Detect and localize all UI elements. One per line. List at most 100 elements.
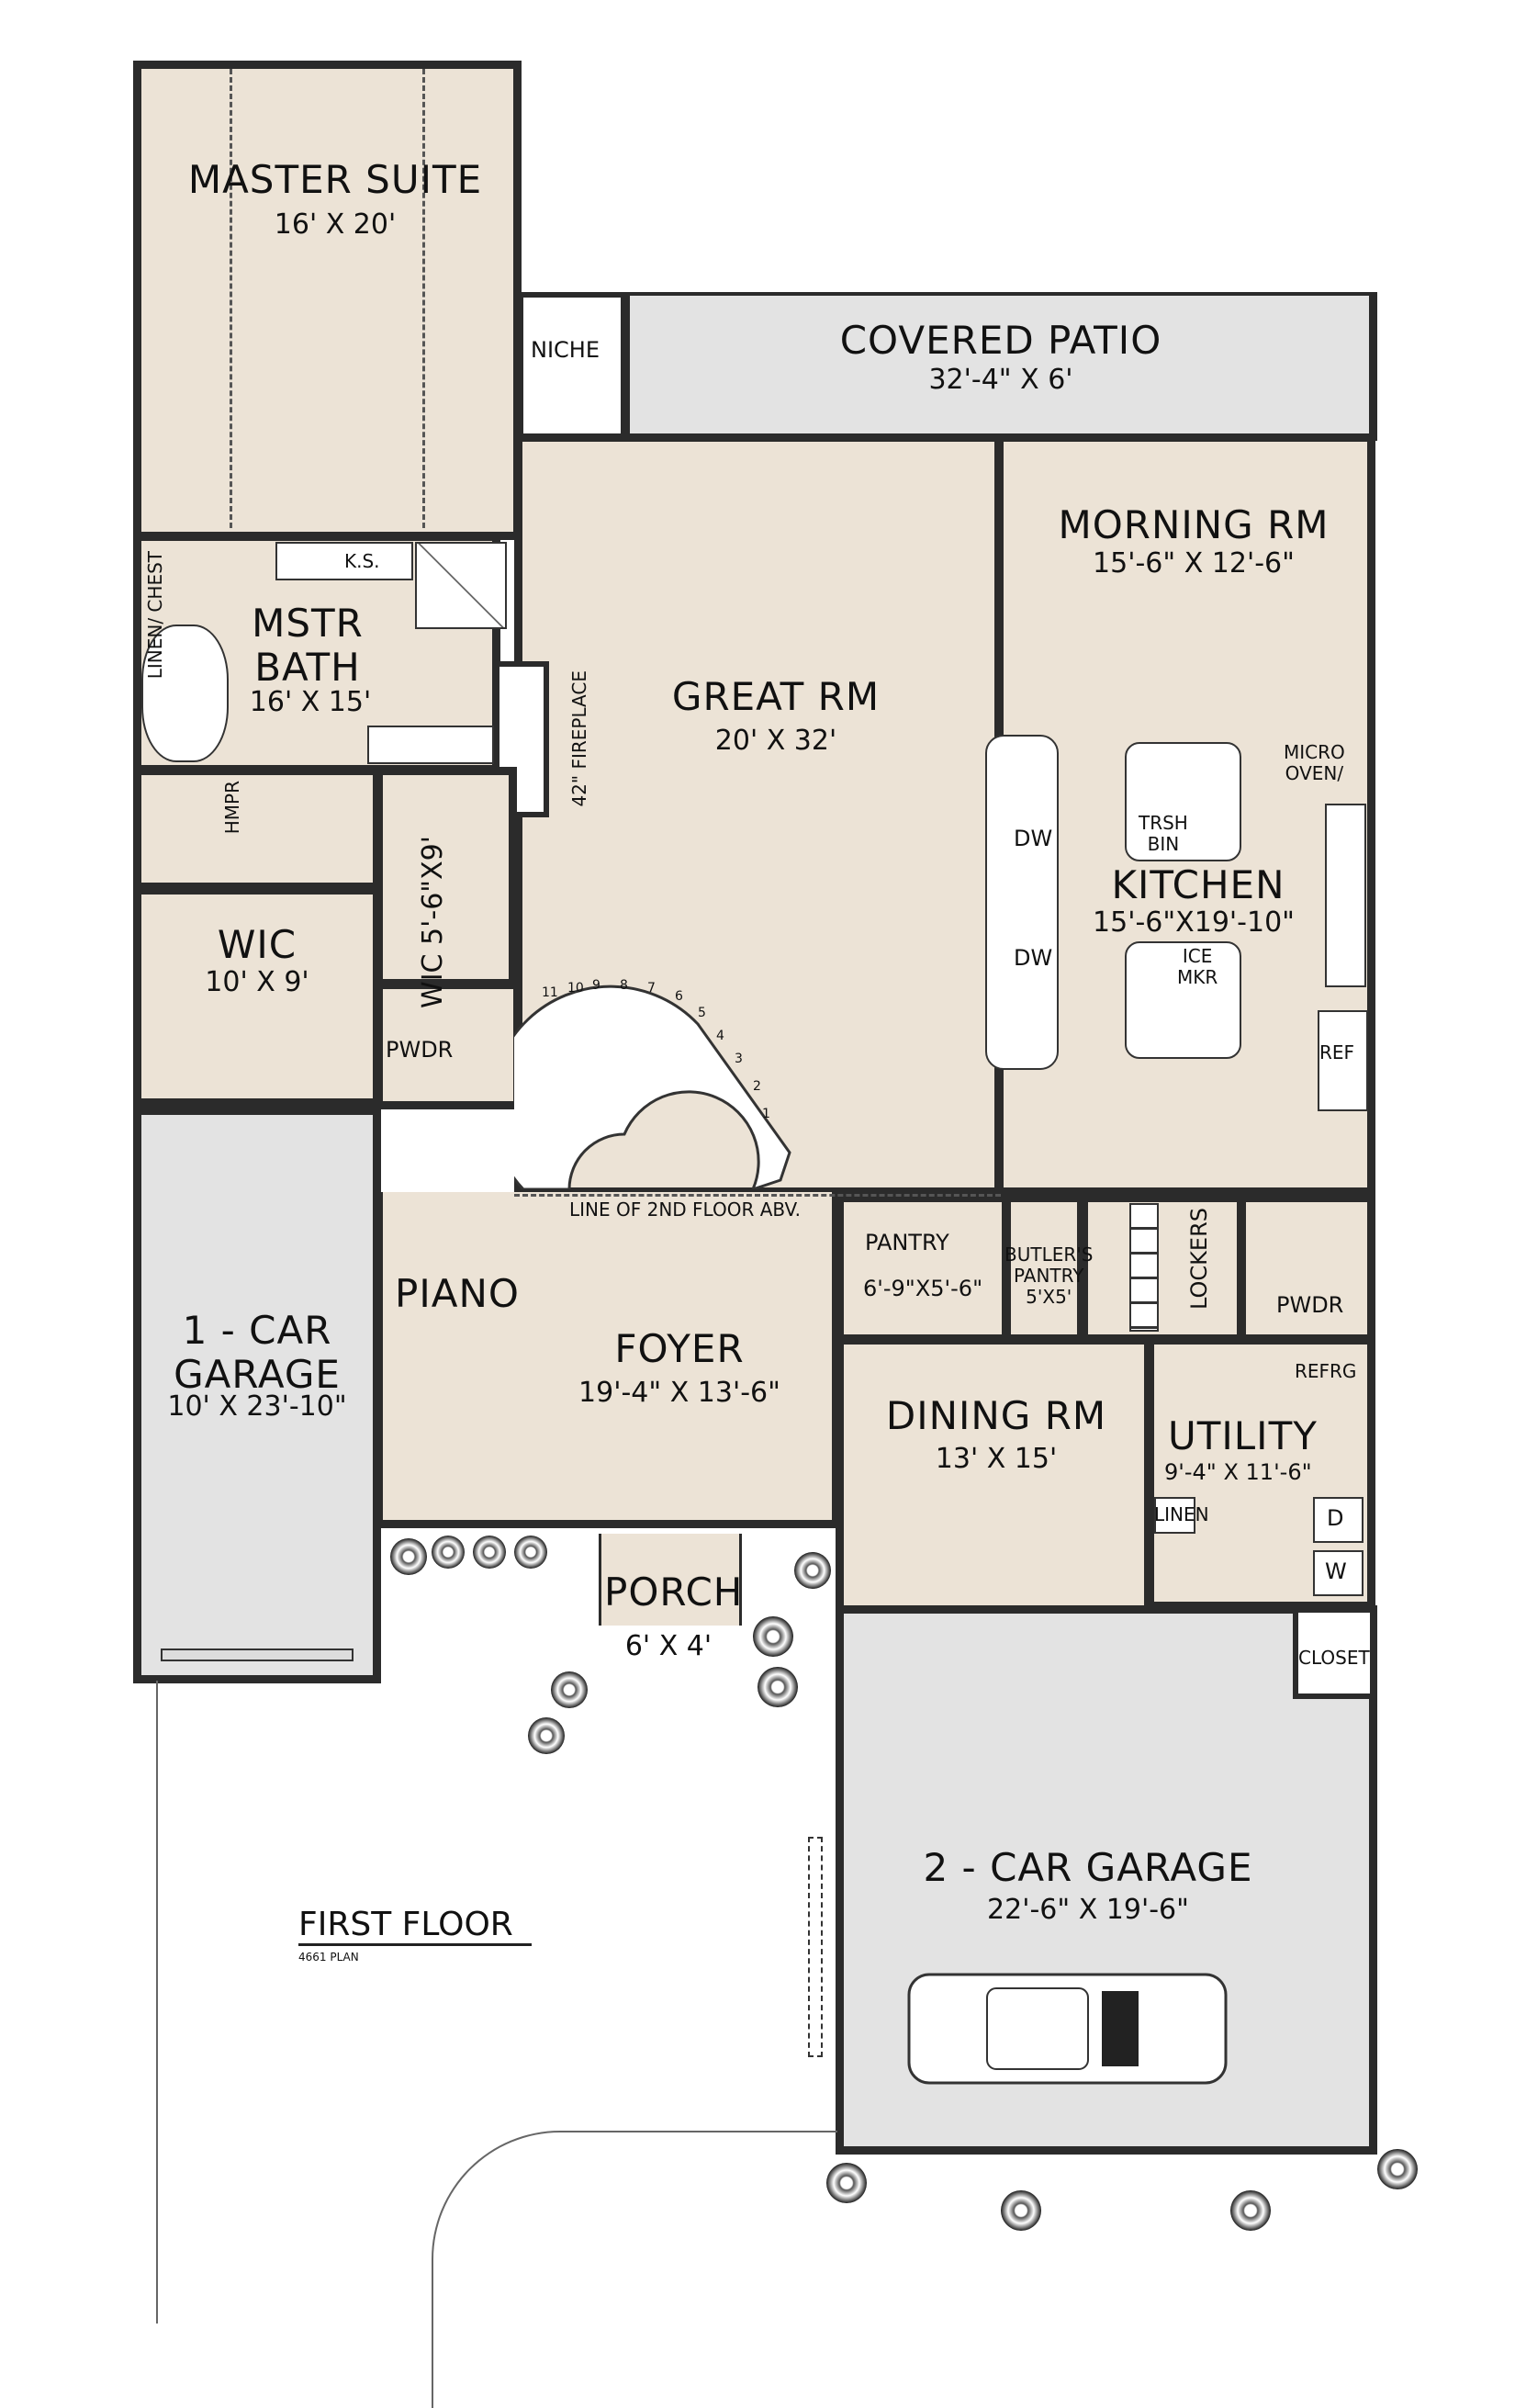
linen-closet [1154, 1497, 1195, 1534]
shrub [794, 1552, 831, 1589]
closet-label: CLOSET [1298, 1647, 1370, 1669]
pantry [836, 1194, 1010, 1343]
island-top [1125, 742, 1241, 861]
shrub [551, 1671, 588, 1708]
covered-patio-label: COVERED PATIO [839, 318, 1162, 363]
plan-title: FIRST FLOOR [298, 1906, 532, 1947]
knee-space-label: K.S. [344, 550, 380, 572]
niche [518, 292, 626, 439]
bathtub [141, 625, 229, 762]
shrub [432, 1536, 465, 1569]
shower [415, 542, 507, 629]
pantry-label: PANTRY [865, 1230, 949, 1255]
wic-small-label: WIC 5'-6"X9' [417, 836, 450, 1008]
oven-label: OVEN/ [1285, 762, 1344, 784]
micro-label: MICRO [1284, 741, 1345, 763]
master-suite-label: MASTER SUITE [187, 157, 483, 202]
shrub [1230, 2190, 1271, 2231]
stair-number: 9 [592, 978, 600, 993]
stair-treads [1129, 1203, 1159, 1332]
closet [1293, 1607, 1375, 1699]
stair-number: 1 [762, 1107, 770, 1121]
dishwasher-label: DW [1014, 945, 1053, 971]
shrub [1377, 2149, 1418, 2189]
covered-patio-size: 32'-4" X 6' [928, 364, 1073, 396]
curved-staircase [514, 985, 791, 1189]
stair-number: 6 [675, 989, 683, 1004]
plan-number: 4661 PLAN [298, 1951, 359, 1964]
powder-label-2: PWDR [1276, 1292, 1344, 1318]
washer-label: W [1325, 1558, 1347, 1584]
kitchen-size: 15'-6"X19'-10" [1093, 906, 1295, 939]
lockers-label: LOCKERS [1186, 1208, 1212, 1310]
great-room-size: 20' X 32' [714, 725, 837, 757]
dryer [1313, 1497, 1364, 1543]
linen-label: LINEN/ [144, 617, 166, 680]
trash-label-a: TRSH [1139, 812, 1188, 834]
trash-label-b: BIN [1147, 833, 1180, 855]
refrigerator [1318, 1010, 1368, 1111]
one-car-garage [133, 1107, 381, 1683]
porch-label: PORCH [604, 1570, 744, 1615]
two-car-garage-label: 2 - CAR GARAGE [923, 1845, 1253, 1890]
second-floor-line-label: LINE OF 2ND FLOOR ABV. [569, 1198, 801, 1221]
chest-label: CHEST [144, 551, 166, 613]
stair-number: 10 [567, 981, 584, 996]
hamper-label: HMPR [221, 781, 243, 835]
butler-size: 5'X5' [1026, 1286, 1072, 1308]
porch-size: 6' X 4' [624, 1630, 713, 1662]
niche-label: NICHE [531, 337, 600, 363]
morning-room-size: 15'-6" X 12'-6" [1093, 547, 1295, 579]
stair-number: 11 [542, 985, 558, 1000]
fireplace-label: 42" FIREPLACE [568, 670, 590, 807]
car-icon [907, 1973, 1228, 2085]
great-room-label: GREAT RM [671, 674, 881, 719]
utility-size: 9'-4" X 11'-6" [1164, 1459, 1312, 1485]
master-suite [133, 61, 522, 540]
ice-label-b: MKR [1177, 966, 1218, 988]
stair-number: 5 [698, 1006, 706, 1020]
wic-size: 10' X 9' [205, 966, 309, 998]
wic-label: WIC [217, 922, 297, 967]
wic-small-name: WIC [417, 953, 449, 1008]
driveway-curve [432, 2131, 837, 2408]
wic-small-size: 5'-6"X9' [417, 836, 449, 945]
garage-door-2[interactable] [808, 1837, 823, 2057]
foyer-label: FOYER [614, 1326, 745, 1371]
two-car-garage-size: 22'-6" X 19'-6" [987, 1894, 1189, 1926]
linen-chest-label: LINEN/ CHEST [144, 551, 166, 680]
dining-room-size: 13' X 15' [935, 1443, 1058, 1475]
linen-label: LINEN [1154, 1503, 1209, 1525]
vanity-ks [275, 542, 413, 580]
shrub [473, 1536, 506, 1569]
porch [599, 1534, 742, 1626]
dryer-label: D [1327, 1505, 1344, 1531]
utility-label: UTILITY [1168, 1413, 1318, 1458]
shrub [390, 1538, 427, 1575]
garage-label-1: 1 - CAR [182, 1308, 332, 1353]
shrub [758, 1667, 798, 1707]
powder-room-1 [375, 981, 522, 1109]
one-car-garage-size: 10' X 23'-10" [167, 1390, 347, 1423]
garage-door-1[interactable] [161, 1648, 354, 1661]
stair-number: 3 [735, 1052, 743, 1066]
covered-patio [622, 292, 1377, 441]
foyer-size: 19'-4" X 13'-6" [578, 1377, 780, 1409]
morning-room-label: MORNING RM [1058, 502, 1330, 547]
shrub [1001, 2190, 1041, 2231]
pantry-size: 6'-9"X5'-6" [863, 1276, 983, 1301]
stair-number: 8 [620, 978, 628, 993]
toilet-room [133, 767, 381, 891]
bath-label: BATH [254, 645, 361, 691]
wic-large [133, 886, 381, 1107]
kitchen-island [985, 735, 1059, 1070]
lockers-area [1080, 1194, 1245, 1343]
stair-number: 2 [753, 1079, 761, 1094]
dining-room-label: DINING RM [885, 1393, 1107, 1438]
powder-label: PWDR [386, 1037, 454, 1063]
island-bottom [1125, 941, 1241, 1059]
master-bath-size: 16' X 15' [249, 686, 372, 718]
